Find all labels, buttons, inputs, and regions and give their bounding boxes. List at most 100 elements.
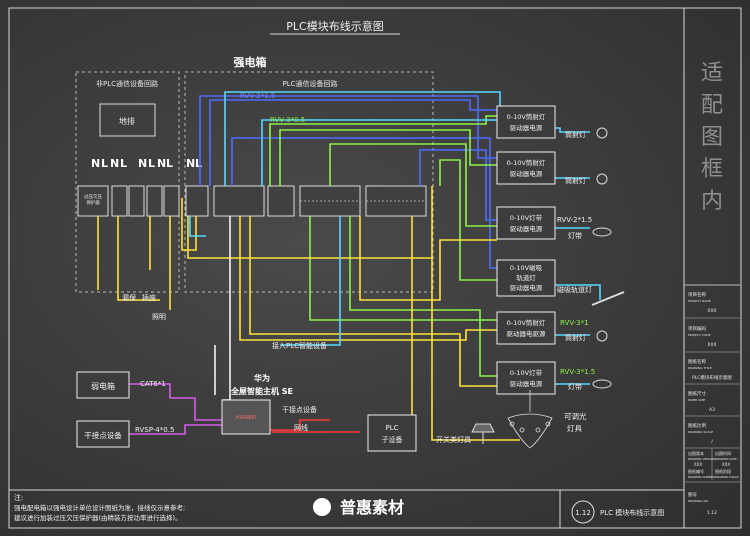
ground-bar-box — [99, 103, 156, 137]
svg-text:驱动器电源: 驱动器电源 — [510, 123, 543, 132]
svg-text:驱动器电源: 驱动器电源 — [510, 224, 543, 233]
svg-text:0-10V筒射灯: 0-10V筒射灯 — [507, 158, 546, 167]
svg-text:灯带: 灯带 — [568, 231, 582, 240]
svg-text:驱动器电驱源: 驱动器电驱源 — [507, 329, 547, 338]
lighting-label: 照明 — [152, 313, 166, 321]
strip-light-icon — [592, 379, 612, 389]
rvsp-label: RVSP-4*0.5 — [135, 426, 174, 434]
plc-access-label: 接入PLC智能设备 — [272, 341, 327, 350]
svg-text:0-10V筒射灯: 0-10V筒射灯 — [507, 318, 546, 327]
svg-text:子设备: 子设备 — [382, 435, 403, 444]
svg-text:L: L — [120, 157, 127, 170]
strip-light-icon — [592, 227, 612, 237]
svg-text:图纸阶段: 图纸阶段 — [715, 468, 731, 474]
svg-text:磁吸轨道灯: 磁吸轨道灯 — [557, 285, 592, 294]
svg-text:驱动器电源: 驱动器电源 — [510, 283, 543, 292]
rvv-lamp-label: RVV-2*1.5 — [557, 216, 592, 224]
svg-text:N: N — [186, 157, 195, 170]
leak-label: 漏保 — [122, 293, 136, 302]
downlight-icon — [596, 173, 608, 185]
footer-num: 1.12 — [575, 509, 591, 517]
svg-text:0-10V筒射灯: 0-10V筒射灯 — [507, 112, 546, 121]
dimmable-label: 可调光 — [564, 411, 587, 421]
svg-text:1.12: 1.12 — [707, 510, 717, 516]
svg-text:PLC模块布线示意图: PLC模块布线示意图 — [692, 374, 732, 381]
driver-boxes: 0-10V筒射灯 驱动器电源 0-10V筒射灯 驱动器电源 0-10V灯带 驱动… — [496, 105, 556, 395]
svg-text:PROJECT NAME: PROJECT NAME — [688, 299, 711, 303]
chandelier-icon — [507, 390, 553, 449]
ground-label: 地排 — [119, 116, 135, 126]
svg-text:筒射灯: 筒射灯 — [565, 333, 586, 342]
svg-text:轨道灯: 轨道灯 — [516, 273, 536, 282]
svg-text:驱动器电源: 驱动器电源 — [510, 379, 543, 388]
svg-text:N: N — [157, 157, 166, 170]
socket-label: 插座 — [142, 293, 156, 302]
downlight-icon — [596, 330, 608, 342]
svg-text:出图时间: 出图时间 — [715, 450, 731, 456]
svg-text:L: L — [101, 157, 108, 170]
svg-text:DRAWING STAGE: DRAWING STAGE — [715, 475, 739, 479]
svg-text:筒射灯: 筒射灯 — [565, 176, 586, 185]
cat6-label: CAT6*1 — [140, 380, 166, 388]
svg-text:框: 框 — [701, 157, 723, 182]
svg-text:PROJECT CODE: PROJECT CODE — [688, 333, 711, 337]
svg-text:图: 图 — [701, 125, 723, 150]
wires — [97, 91, 601, 441]
breaker-label: 过压欠压 — [84, 193, 102, 200]
svg-text:/: / — [711, 439, 713, 445]
plc-area — [184, 71, 434, 293]
svg-text:DRAWING NUMBER: DRAWING NUMBER — [688, 475, 715, 479]
svg-text:L: L — [195, 157, 202, 170]
plc-sub-box — [367, 414, 417, 452]
watermark: 普惠素材 — [340, 498, 404, 517]
plc-label: PLC通信设备回路 — [282, 79, 337, 88]
nl-labels: N L N L N L N L N L — [91, 157, 202, 170]
svg-text:内: 内 — [701, 189, 723, 214]
svg-text:0-10V灯带: 0-10V灯带 — [510, 368, 543, 377]
rvv-blue-label: RVV-2*1.5 — [240, 92, 275, 100]
svg-text:图号: 图号 — [688, 492, 697, 498]
svg-text:N: N — [91, 157, 100, 170]
wechat-icon — [313, 498, 331, 516]
lamp-label: 筒射灯 — [565, 130, 586, 139]
svg-text:图纸名称: 图纸名称 — [688, 358, 706, 365]
svg-text:灯带: 灯带 — [568, 382, 582, 391]
svg-text:项目编码: 项目编码 — [688, 325, 706, 332]
svg-text:N: N — [138, 157, 147, 170]
svg-text:XXX: XXX — [707, 308, 716, 314]
notes-label: 注: — [14, 493, 23, 502]
huawei-brand: HUAWEI — [236, 415, 256, 421]
notes-line-2: 建议进行加装过压欠压保护器(由精装方按功率进行选择)。 — [14, 513, 182, 522]
svg-text:L: L — [166, 157, 173, 170]
strong-box-title: 强电箱 — [234, 55, 267, 69]
dry-contact-label: 干接点设备 — [84, 430, 122, 440]
footer-badge — [571, 500, 595, 524]
svg-text:A3: A3 — [709, 407, 715, 413]
svg-text:配: 配 — [701, 93, 723, 118]
table-lamp-icon — [471, 423, 495, 433]
svg-text:XXX: XXX — [694, 462, 702, 467]
rvv-green3-label: RVV-3*1.5 — [560, 368, 595, 376]
svg-text:适: 适 — [701, 61, 723, 86]
svg-text:N: N — [110, 157, 119, 170]
svg-text:DRAWING SCALE: DRAWING SCALE — [688, 430, 713, 434]
non-plc-label: 非PLC通信设备回路 — [96, 79, 158, 88]
svg-text:项目名称: 项目名称 — [688, 291, 706, 298]
diagram-title: PLC模块布线示意图 — [286, 19, 383, 33]
svg-text:PAPER SIZE: PAPER SIZE — [688, 398, 705, 402]
weak-box — [76, 371, 130, 399]
svg-text:图纸编号: 图纸编号 — [688, 468, 704, 474]
rvv-green2-label: RVV-3*1 — [560, 319, 589, 327]
weak-box-label: 弱电箱 — [91, 381, 115, 391]
dry-contact-dev-label: 干接点设备 — [282, 405, 317, 414]
svg-text:图纸尺寸: 图纸尺寸 — [688, 390, 706, 397]
switch-lamp-label: 开关类灯具 — [436, 435, 471, 444]
svg-text:DRAWING NO.: DRAWING NO. — [688, 499, 709, 503]
lamps: 筒射灯 筒射灯 灯带 磁吸轨道灯 筒射灯 灯带 — [557, 127, 625, 391]
svg-text:图纸比例: 图纸比例 — [688, 422, 706, 429]
svg-text:PLC: PLC — [385, 424, 398, 432]
svg-text:0-10V磁吸: 0-10V磁吸 — [510, 263, 543, 272]
downlight-icon — [596, 127, 608, 139]
rvv-green-label: RVV-3*0.5 — [270, 116, 305, 124]
